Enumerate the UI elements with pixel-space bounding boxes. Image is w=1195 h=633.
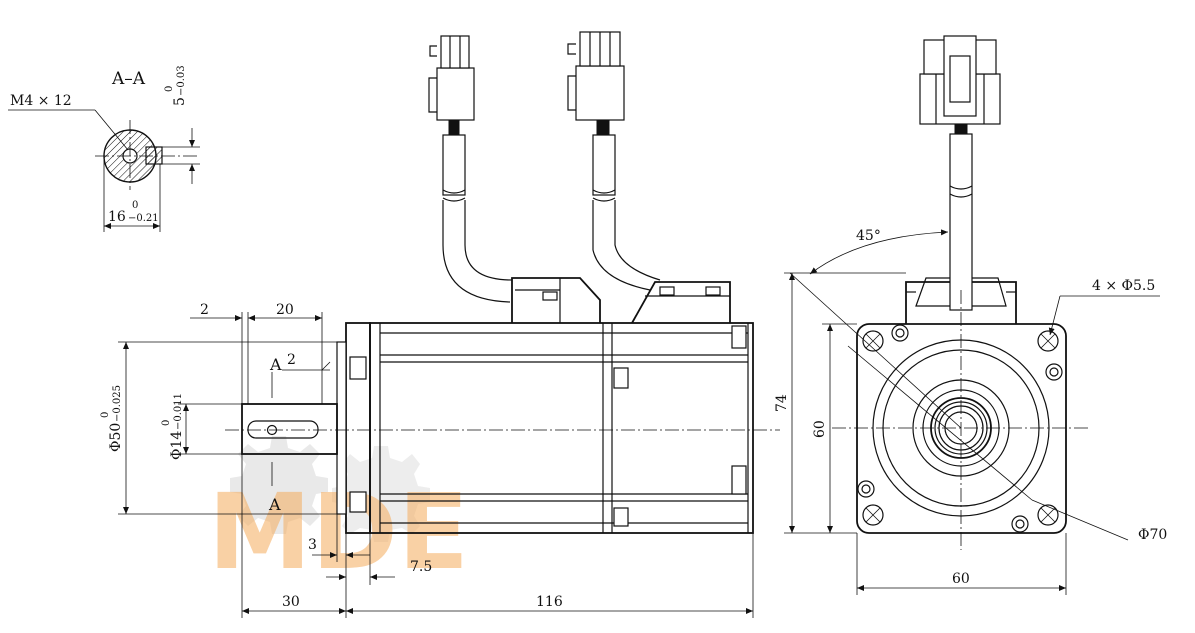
dim-flange-2: 2 [200,302,209,318]
section-diameter-upper: 0 [132,200,138,211]
pilot-diameter-upper: 0 [100,412,111,418]
dim-shaft-20: 20 [276,302,294,318]
shaft [241,403,338,455]
section-aa: A–A M4 × 12 5 0 −0.03 16 0 −0.21 [8,65,200,232]
pilot-diameter-lower: −0.025 [112,385,123,422]
pilot-diameter-main: Φ50 [108,423,124,452]
section-letter-bottom: A [268,495,281,514]
side-view: 2 20 A A 2 Φ50 0 −0.025 Φ14 0 −0.011 [100,31,780,618]
holes-label: 4 × Φ5.5 [1092,278,1155,294]
square-60-horizontal: 60 [952,571,970,587]
dim-116: 116 [536,594,563,610]
thread-label: M4 × 12 [10,93,72,109]
square-60-vertical: 60 [812,420,828,438]
mount-holes [857,324,1063,533]
bolt-circle-label: Φ70 [1138,527,1167,543]
dim-7-5: 7.5 [410,559,432,575]
front-view: 45° 4 × Φ5.5 Φ70 74 60 60 [774,35,1167,595]
dim-small-2: 2 [287,352,296,368]
dim-3: 3 [308,537,317,553]
section-diameter-lower: −0.21 [128,213,159,224]
keyway [145,146,163,165]
dim-30: 30 [282,594,300,610]
keyway-width-lower: −0.03 [176,65,187,96]
shaft-diameter-lower: −0.011 [173,393,184,430]
angle-label: 45° [856,228,881,244]
section-title: A–A [111,69,146,89]
section-letter-top: A [269,355,282,374]
keyway-width-upper: 0 [164,86,175,92]
shaft-diameter-upper: 0 [161,420,172,426]
height-74: 74 [774,394,790,412]
shaft-diameter-main: Φ14 [169,431,185,460]
section-diameter-main: 16 [108,209,126,225]
keyway-width-main: 5 [172,97,188,106]
front-square [856,323,1067,534]
